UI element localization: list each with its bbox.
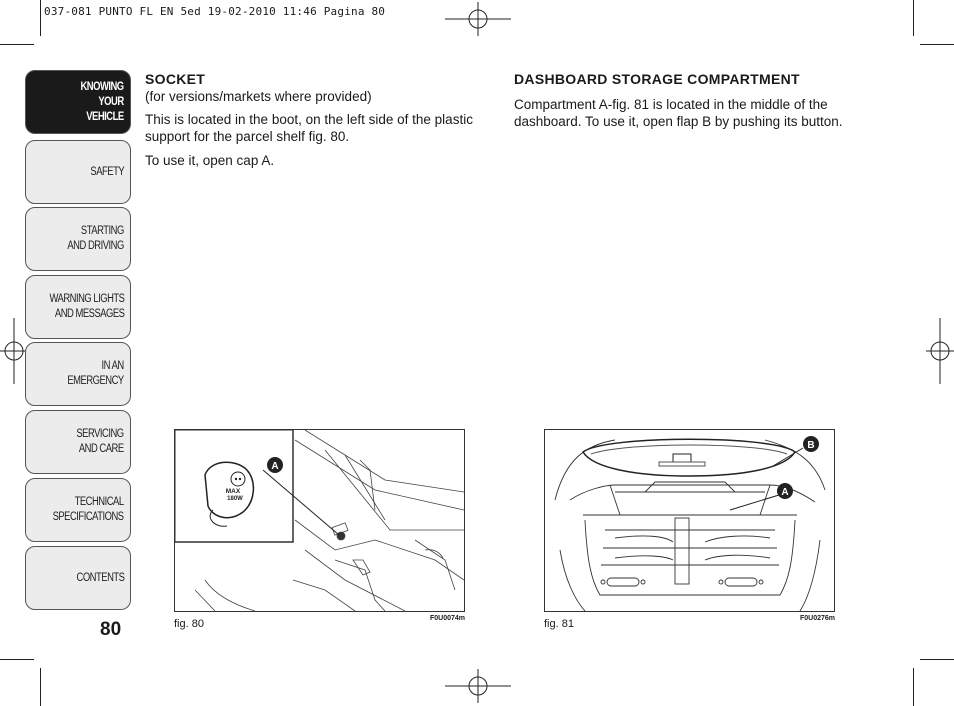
tab-safety[interactable]: SAFETY bbox=[25, 140, 131, 204]
fig80-caption: fig. 80 bbox=[174, 618, 204, 630]
tab-technical-specifications[interactable]: TECHNICAL SPECIFICATIONS bbox=[25, 478, 131, 542]
dashboard-title: DASHBOARD STORAGE COMPARTMENT bbox=[514, 71, 800, 87]
socket-paragraph-1: This is located in the boot, on the left… bbox=[145, 112, 473, 144]
socket-power-text: 180W bbox=[227, 496, 243, 502]
label-a-marker bbox=[267, 457, 283, 473]
socket-paragraph-2: To use it, open cap A. bbox=[145, 153, 275, 168]
print-header: 037-081 PUNTO FL EN 5ed 19-02-2010 11:46… bbox=[44, 5, 386, 18]
socket-max-text: MAX bbox=[226, 488, 241, 495]
dashboard-paragraph-1: Compartment A-fig. 81 is located in the … bbox=[514, 97, 843, 129]
fig81-code: F0U0276m bbox=[800, 615, 836, 622]
figure-80: MAX 180W A bbox=[174, 429, 465, 612]
tab-servicing-and-care[interactable]: SERVICING AND CARE bbox=[25, 410, 131, 474]
compartment-flap bbox=[582, 438, 796, 477]
registration-mark-bottom bbox=[445, 669, 511, 703]
label-a-marker bbox=[777, 483, 793, 499]
registration-mark-top bbox=[445, 2, 511, 36]
fig81-label-b: B bbox=[807, 440, 814, 451]
socket-subtitle: (for versions/markets where provided) bbox=[145, 89, 372, 104]
socket-section: SOCKET (for versions/markets where provi… bbox=[145, 71, 497, 169]
fig81-label-a: A bbox=[781, 487, 788, 498]
registration-mark-left bbox=[0, 318, 28, 384]
fig80-label-a: A bbox=[271, 461, 278, 472]
label-b-marker bbox=[803, 436, 819, 452]
fig80-code: F0U0074m bbox=[430, 615, 466, 622]
tab-starting-and-driving[interactable]: STARTING AND DRIVING bbox=[25, 207, 131, 271]
page-number: 80 bbox=[100, 619, 122, 640]
fig81-caption: fig. 81 bbox=[544, 618, 574, 630]
boot-socket-illustration: MAX 180W A bbox=[174, 429, 465, 612]
registration-mark-right bbox=[926, 318, 954, 384]
dashboard-compartment-illustration: B A bbox=[554, 436, 826, 612]
tab-in-an-emergency[interactable]: IN AN EMERGENCY bbox=[25, 342, 131, 406]
tab-contents[interactable]: CONTENTS bbox=[25, 546, 131, 610]
figure-81: B A bbox=[544, 429, 835, 612]
socket-title: SOCKET bbox=[145, 71, 206, 87]
socket-cap-icon bbox=[204, 461, 255, 527]
tab-warning-lights[interactable]: WARNING LIGHTS AND MESSAGES bbox=[25, 275, 131, 339]
dashboard-section: DASHBOARD STORAGE COMPARTMENT Compartmen… bbox=[514, 71, 866, 130]
tab-knowing-your-vehicle[interactable]: KNOWING YOUR VEHICLE bbox=[25, 70, 131, 134]
